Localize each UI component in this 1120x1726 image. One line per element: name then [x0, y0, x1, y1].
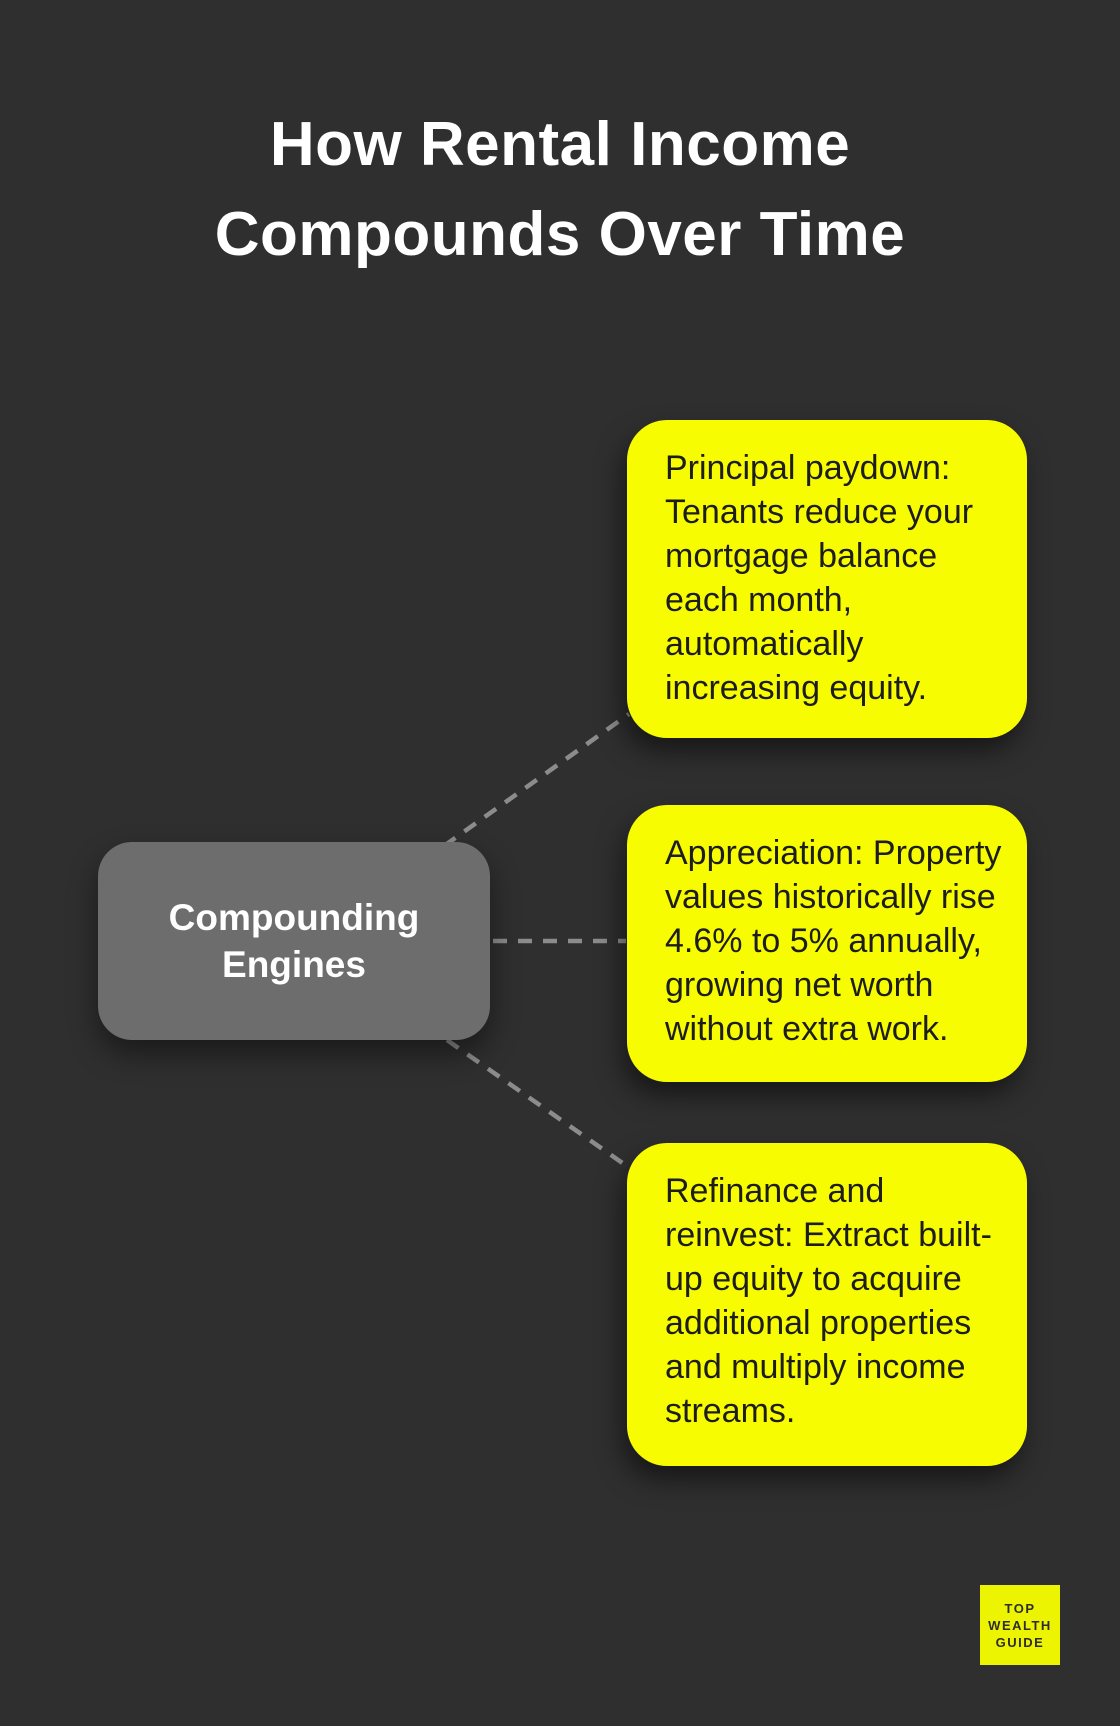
branch-card-refinance-reinvest: Refinance and reinvest: Extract built-up…	[627, 1143, 1027, 1466]
hub-label: Compounding Engines	[168, 897, 420, 985]
hub-node-compounding-engines: Compounding Engines	[98, 842, 490, 1040]
branch-card-text: Appreciation: Property values historical…	[665, 834, 1002, 1048]
connector-line-bottom	[445, 1038, 633, 1171]
branch-card-text: Principal paydown: Tenants reduce your m…	[665, 449, 974, 707]
page-title: How Rental Income Compounds Over Time	[214, 110, 906, 269]
badge-line: WEALTH	[988, 1617, 1052, 1633]
badge-line: TOP	[1004, 1600, 1036, 1616]
badge-line: GUIDE	[995, 1634, 1045, 1650]
connector-line-top	[442, 712, 631, 848]
branch-card-text: Refinance and reinvest: Extract built-up…	[665, 1172, 992, 1430]
brand-badge-top-wealth-guide: TOP WEALTH GUIDE	[980, 1585, 1060, 1665]
branch-card-principal-paydown: Principal paydown: Tenants reduce your m…	[627, 420, 1027, 738]
branch-card-appreciation: Appreciation: Property values historical…	[627, 805, 1027, 1082]
